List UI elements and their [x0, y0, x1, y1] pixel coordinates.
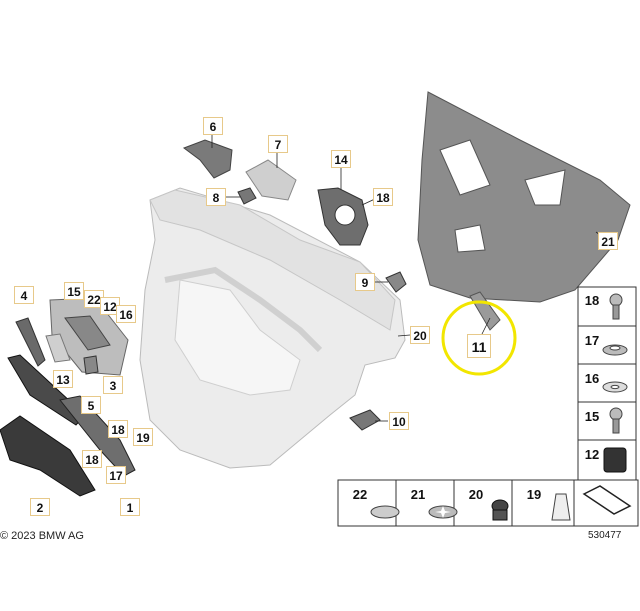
legend-bottom-19[interactable]: 19: [526, 487, 542, 502]
copyright-text: © 2023 BMW AG: [0, 530, 84, 542]
legend-bottom-21[interactable]: 21: [410, 487, 426, 502]
callout-21-panel[interactable]: 21: [598, 232, 618, 250]
part-13-switch: [45, 333, 71, 363]
part-8-clip: [237, 187, 257, 205]
callout-8[interactable]: 8: [206, 188, 226, 206]
callout-13[interactable]: 13: [53, 370, 73, 388]
callout-1[interactable]: 1: [120, 498, 140, 516]
legend-bottom-22[interactable]: 22: [352, 487, 368, 502]
callout-18-top[interactable]: 18: [373, 188, 393, 206]
door-trim-panel: [139, 187, 406, 469]
legend-side-17[interactable]: 17: [584, 333, 600, 348]
legend-bottom-20[interactable]: 20: [468, 487, 484, 502]
callout-9[interactable]: 9: [355, 273, 375, 291]
callout-19-left[interactable]: 19: [133, 428, 153, 446]
part-6-bracket: [182, 139, 233, 179]
callout-17-left[interactable]: 17: [106, 466, 126, 484]
callout-20-main[interactable]: 20: [410, 326, 430, 344]
callout-7[interactable]: 7: [268, 135, 288, 153]
part-4-strip: [15, 317, 46, 367]
legend-bottom: [337, 479, 639, 527]
part-10-cover: [349, 409, 381, 431]
callout-11[interactable]: 11: [467, 334, 491, 358]
part-14-handle-bracket: [317, 187, 369, 246]
part-7-cover: [245, 159, 297, 201]
legend-side-15[interactable]: 15: [584, 409, 600, 424]
callout-10[interactable]: 10: [389, 412, 409, 430]
part-9-clip: [385, 271, 407, 293]
callout-15-left[interactable]: 15: [64, 282, 84, 300]
callout-5[interactable]: 5: [81, 396, 101, 414]
highlight-circle: [441, 300, 517, 376]
legend-side-16[interactable]: 16: [584, 371, 600, 386]
callout-18-low[interactable]: 18: [82, 450, 102, 468]
callout-16-left[interactable]: 16: [116, 305, 136, 323]
callout-3[interactable]: 3: [103, 376, 123, 394]
callout-6[interactable]: 6: [203, 117, 223, 135]
legend-side-18[interactable]: 18: [584, 293, 600, 308]
document-number: 530477: [588, 530, 622, 541]
callout-18-mid[interactable]: 18: [108, 420, 128, 438]
legend-side-12[interactable]: 12: [584, 447, 600, 462]
callout-14[interactable]: 14: [331, 150, 351, 168]
callout-2[interactable]: 2: [30, 498, 50, 516]
callout-4[interactable]: 4: [14, 286, 34, 304]
callout-12-left[interactable]: 12: [100, 297, 120, 315]
part-5-clip: [83, 355, 99, 375]
